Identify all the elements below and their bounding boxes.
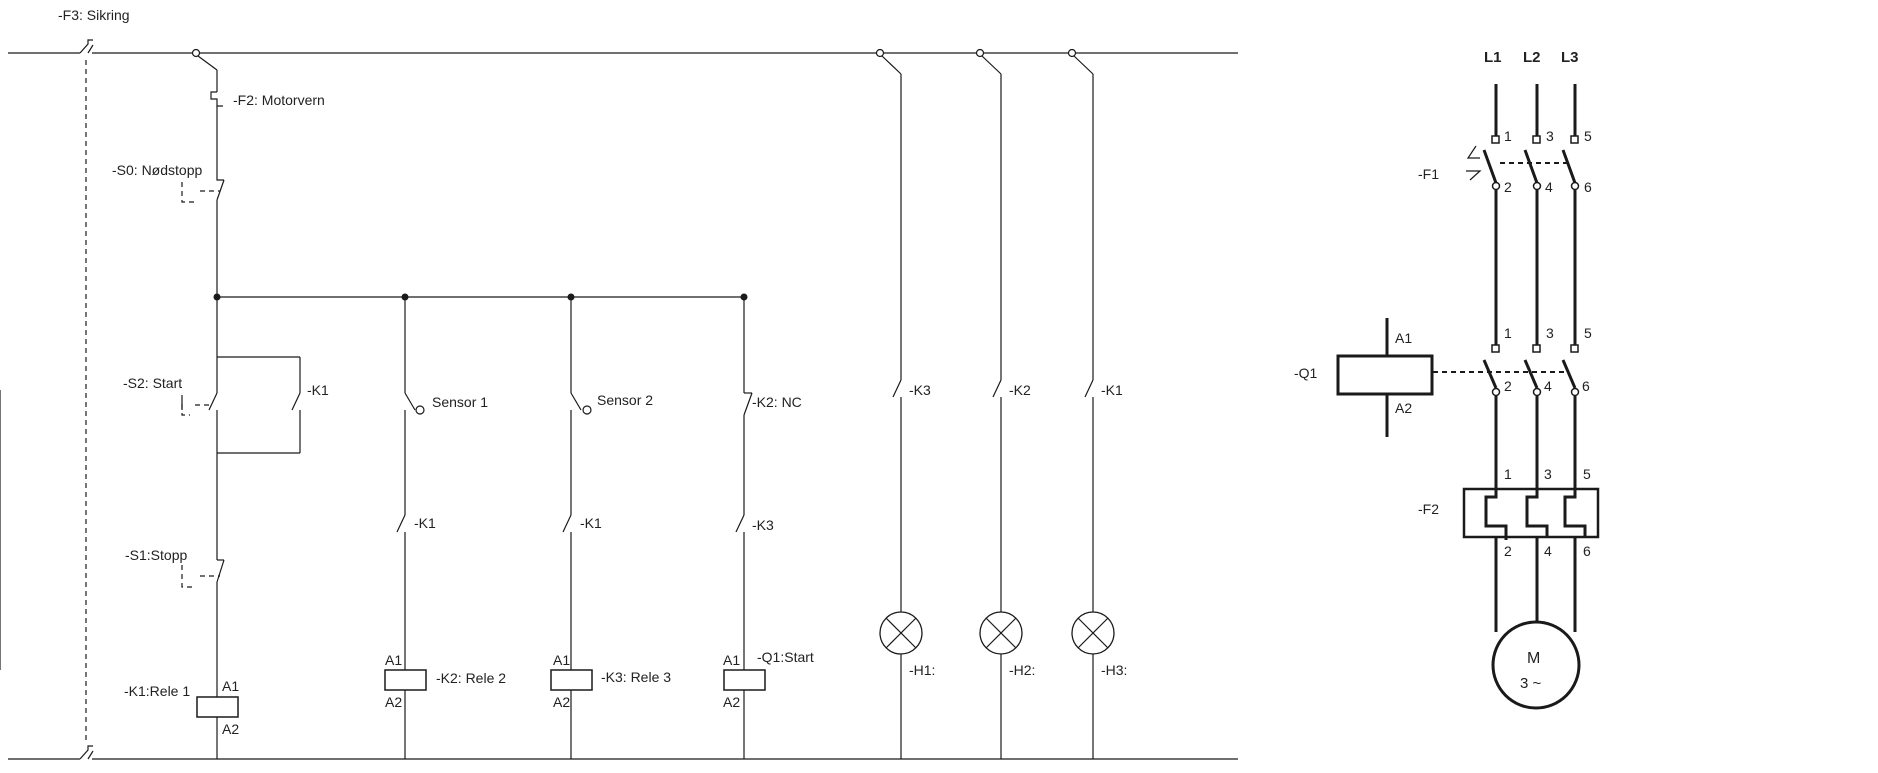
contactor-a2: A2 <box>723 694 740 710</box>
branch-q1: -K2: NC -K3 A1 A2 -Q1:Start <box>723 297 814 759</box>
contactor-in-5: 5 <box>1584 325 1592 341</box>
phase-l3: L3 <box>1561 49 1579 66</box>
nc-contact-label: -K2: NC <box>752 394 802 410</box>
contactor-q1-label: -Q1 <box>1294 365 1318 381</box>
overload-in-1: 1 <box>1504 466 1512 482</box>
control-circuit: -F3: Sikring -F2: Motorvern -S0: Nødstop… <box>0 7 1238 760</box>
motor: M 3 ~ <box>1491 620 1581 710</box>
relay1-a1: A1 <box>222 678 239 694</box>
contactor-coil <box>723 669 766 691</box>
relay2-coil-label: -K2: Rele 2 <box>436 670 506 686</box>
breaker-out-6: 6 <box>1584 179 1592 195</box>
lamp3-label: -H3: <box>1101 662 1127 678</box>
relay1-coil-label: -K1:Rele 1 <box>124 683 190 699</box>
breaker-f1: -F1 1 3 5 2 4 6 <box>1418 128 1592 195</box>
lamp-h3-branch: -K1 -H3: <box>1067 48 1127 759</box>
branch-k2: Sensor 1 -K1 A1 A2 -K2: Rele 2 <box>384 297 506 759</box>
emergency-stop-label: -S0: Nødstopp <box>112 162 202 178</box>
breaker-in-3: 3 <box>1546 128 1554 144</box>
relay3-a2: A2 <box>553 694 570 710</box>
phase-l2: L2 <box>1523 49 1541 66</box>
lamp3-contact-label: -K1 <box>1101 382 1123 398</box>
contactor-out-4: 4 <box>1544 378 1552 394</box>
motor-protection-contact <box>210 91 223 107</box>
relay2-coil <box>384 669 427 691</box>
breaker-in-1: 1 <box>1504 128 1512 144</box>
power-circuit: L1 L2 L3 -F1 1 3 5 2 4 6 <box>1294 49 1600 710</box>
sensor1-contact-label: -K1 <box>414 515 436 531</box>
sensor1-label: Sensor 1 <box>432 394 488 410</box>
stop-button-label: -S1:Stopp <box>125 547 187 563</box>
lamp2-contact-label: -K2 <box>1009 382 1031 398</box>
sensor2-contact-label: -K1 <box>580 515 602 531</box>
fuse-f3: -F3: Sikring <box>58 7 130 760</box>
contactor-in-3: 3 <box>1546 325 1554 341</box>
motor-symbol: M <box>1527 650 1540 667</box>
overload-f2-label: -F2 <box>1418 501 1439 517</box>
overload-in-5: 5 <box>1583 466 1591 482</box>
relay3-coil <box>550 669 593 691</box>
contactor-coil-a2: A2 <box>1395 400 1412 416</box>
relay2-a1: A1 <box>385 652 402 668</box>
breaker-out-2: 2 <box>1504 179 1512 195</box>
lamp2-label: -H2: <box>1009 662 1035 678</box>
branch-k1: -F2: Motorvern -S0: Nødstopp -K1 <box>112 48 748 759</box>
motor-type: 3 ~ <box>1520 675 1542 692</box>
overload-out-4: 4 <box>1544 543 1552 559</box>
lamp-h1-branch: -K3 -H1: <box>875 48 935 759</box>
contactor-in-1: 1 <box>1504 325 1512 341</box>
contactor-coil-a1: A1 <box>1395 330 1412 346</box>
start-button-label: -S2: Start <box>123 375 182 391</box>
lamp1-contact-label: -K3 <box>909 382 931 398</box>
sensor2-label: Sensor 2 <box>597 392 653 408</box>
contactor-out-2: 2 <box>1504 378 1512 394</box>
relay3-coil-label: -K3: Rele 3 <box>601 669 671 685</box>
relay2-a2: A2 <box>385 694 402 710</box>
start-hold-contact-label: -K1 <box>307 382 329 398</box>
overload-out-2: 2 <box>1504 543 1512 559</box>
branch-k3: Sensor 2 -K1 A1 A2 -K3: Rele 3 <box>550 297 671 759</box>
contactor-q1: A1 A2 -Q1 1 3 5 2 4 6 <box>1294 318 1592 437</box>
overload-relay-f2: -F2 1 3 5 2 4 6 <box>1418 466 1600 559</box>
breaker-in-5: 5 <box>1584 128 1592 144</box>
overload-in-3: 3 <box>1544 466 1552 482</box>
q1-contact-label: -K3 <box>752 517 774 533</box>
lamp1-label: -H1: <box>909 662 935 678</box>
lamp-h2-branch: -K2 -H2: <box>975 48 1035 759</box>
overload-out-6: 6 <box>1583 543 1591 559</box>
relay1-coil <box>196 696 239 718</box>
contactor-coil-label: -Q1:Start <box>757 649 814 665</box>
motor-protection-label: -F2: Motorvern <box>233 92 325 108</box>
relay1-a2: A2 <box>222 721 239 737</box>
breaker-f1-label: -F1 <box>1418 166 1439 182</box>
breaker-out-4: 4 <box>1545 179 1553 195</box>
phase-l1: L1 <box>1484 49 1502 66</box>
contactor-q1-coil <box>1336 354 1434 396</box>
relay3-a1: A1 <box>553 652 570 668</box>
fuse-f3-label: -F3: Sikring <box>58 7 130 23</box>
contactor-out-6: 6 <box>1582 378 1590 394</box>
contactor-a1: A1 <box>723 652 740 668</box>
